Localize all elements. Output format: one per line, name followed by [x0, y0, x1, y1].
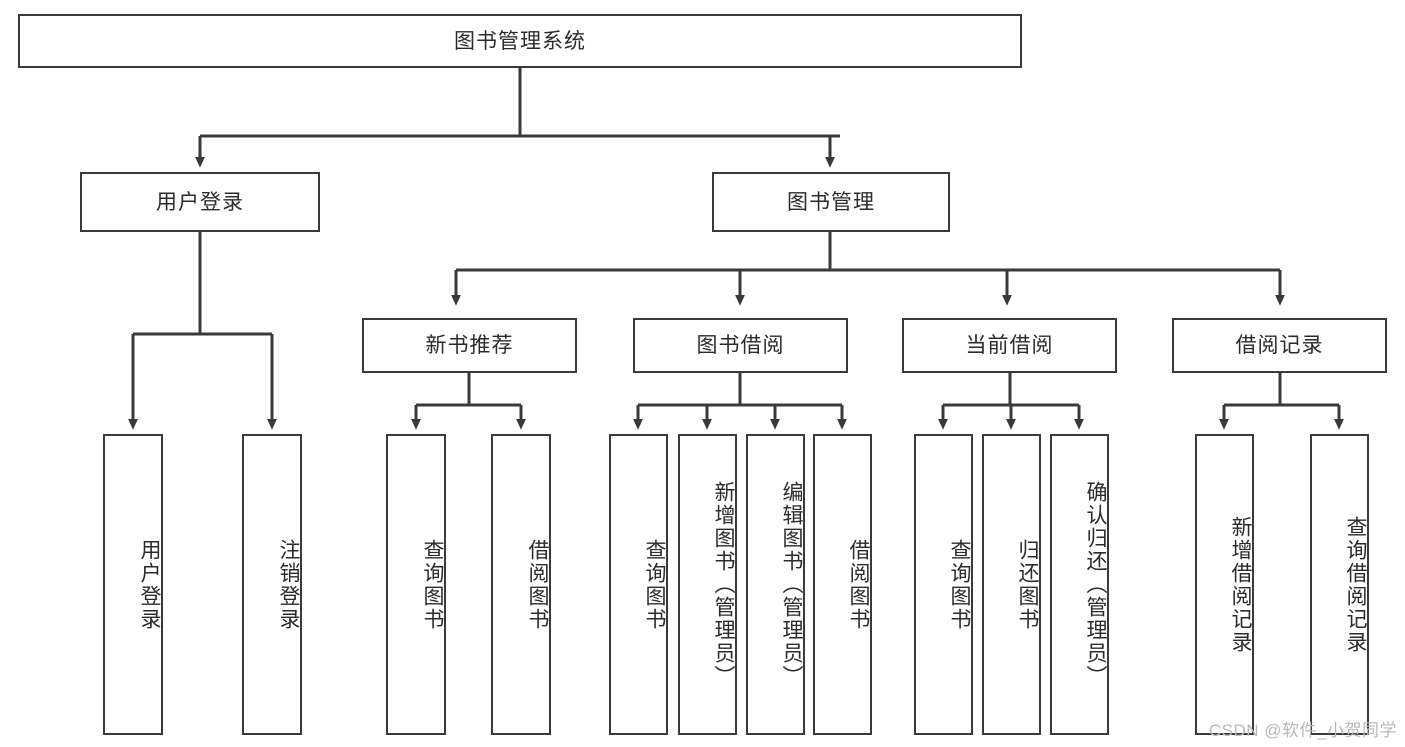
- node-leaf-borrow-book-2[interactable]: 借阅图书: [813, 434, 872, 735]
- node-leaf-query-book-3[interactable]: 查询图书: [914, 434, 973, 735]
- node-leaf-user-login[interactable]: 用户登录: [103, 434, 163, 735]
- node-book-manage-label: 图书管理: [787, 190, 875, 214]
- node-leaf-query-record[interactable]: 查询借阅记录: [1310, 434, 1369, 735]
- node-leaf-borrow-book-1[interactable]: 借阅图书: [491, 434, 551, 735]
- node-leaf-return-book-label: 归还图书: [1016, 538, 1039, 631]
- node-leaf-query-book-2-label: 查询图书: [643, 538, 666, 631]
- node-leaf-edit-book[interactable]: 编辑图书（管理员）: [746, 434, 805, 735]
- node-leaf-query-record-label: 查询借阅记录: [1344, 515, 1367, 654]
- node-leaf-add-book-label: 新增图书（管理员）: [712, 481, 735, 688]
- node-leaf-return-book[interactable]: 归还图书: [982, 434, 1041, 735]
- wire-group-new-book-recommend: [411, 373, 526, 430]
- node-root[interactable]: 图书管理系统: [18, 14, 1022, 68]
- node-new-book-recommend-label: 新书推荐: [425, 334, 514, 357]
- node-book-manage[interactable]: 图书管理: [712, 172, 950, 232]
- wire-group-book-manage: [451, 232, 1285, 306]
- node-leaf-add-record[interactable]: 新增借阅记录: [1195, 434, 1254, 735]
- node-current-borrow-label: 当前借阅: [965, 334, 1054, 357]
- wire-group-user-login: [128, 232, 277, 430]
- node-current-borrow[interactable]: 当前借阅: [902, 318, 1117, 373]
- node-leaf-borrow-book-2-label: 借阅图书: [847, 538, 870, 631]
- node-leaf-logout-login[interactable]: 注销登录: [242, 434, 302, 735]
- node-borrow-record[interactable]: 借阅记录: [1172, 318, 1387, 373]
- wire-group-current-borrow: [938, 373, 1084, 430]
- node-leaf-query-book-3-label: 查询图书: [948, 538, 971, 631]
- node-leaf-add-book[interactable]: 新增图书（管理员）: [678, 434, 737, 735]
- node-leaf-logout-login-label: 注销登录: [277, 538, 300, 631]
- node-borrow-record-label: 借阅记录: [1235, 334, 1324, 357]
- wire-group-root: [195, 68, 840, 168]
- node-leaf-query-book-2[interactable]: 查询图书: [609, 434, 668, 735]
- wire-group-book-borrow: [633, 373, 847, 430]
- node-user-login[interactable]: 用户登录: [80, 172, 320, 232]
- node-new-book-recommend[interactable]: 新书推荐: [362, 318, 577, 373]
- node-leaf-add-record-label: 新增借阅记录: [1229, 515, 1252, 654]
- node-book-borrow[interactable]: 图书借阅: [633, 318, 848, 373]
- wire-group-borrow-record: [1219, 373, 1344, 430]
- node-leaf-confirm-return-label: 确认归还（管理员）: [1084, 481, 1107, 688]
- watermark: CSDN @软件_小贺同学: [1208, 721, 1397, 740]
- node-leaf-query-book-1[interactable]: 查询图书: [386, 434, 446, 735]
- node-book-borrow-label: 图书借阅: [696, 334, 785, 357]
- node-leaf-user-login-label: 用户登录: [138, 538, 161, 631]
- node-leaf-edit-book-label: 编辑图书（管理员）: [780, 481, 803, 688]
- node-leaf-borrow-book-1-label: 借阅图书: [526, 538, 549, 631]
- node-leaf-confirm-return[interactable]: 确认归还（管理员）: [1050, 434, 1109, 735]
- node-root-label: 图书管理系统: [454, 29, 586, 53]
- node-user-login-label: 用户登录: [156, 190, 244, 214]
- node-leaf-query-book-1-label: 查询图书: [421, 538, 444, 631]
